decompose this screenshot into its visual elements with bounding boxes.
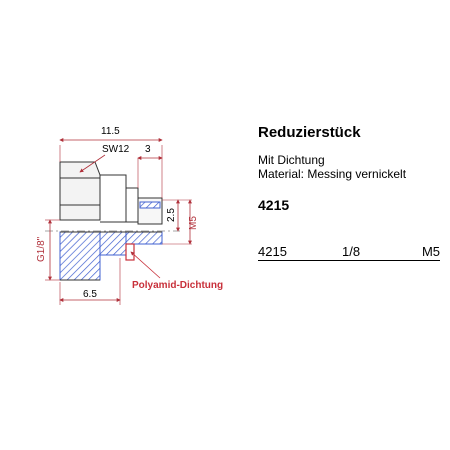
spec-table-row: 4215 1/8 M5 <box>258 242 440 261</box>
dim-spigot-height-label: 2.5 <box>166 208 177 222</box>
seal-ring <box>125 243 135 261</box>
seal-label: Polyamid-Dichtung <box>132 280 223 291</box>
wrench-size-callout: SW12 <box>79 144 130 173</box>
dim-thread-small-label: M5 <box>188 216 199 230</box>
seal-callout: Polyamid-Dichtung <box>130 251 223 291</box>
product-info: Reduzierstück Mit Dichtung Material: Mes… <box>258 124 443 213</box>
dim-thread-large-label: G1/8" <box>36 236 47 262</box>
row-size: M5 <box>421 244 440 259</box>
sectioned-body <box>59 231 163 281</box>
product-line-2: Material: Messing vernickelt <box>258 167 407 181</box>
product-line-1: Mit Dichtung <box>258 153 325 167</box>
dimension-bore-depth: 6.5 <box>59 258 121 305</box>
row-thread: 1/8 <box>342 244 361 259</box>
dimension-spigot-length: 3 <box>137 144 163 188</box>
dim-spigot-length-label: 3 <box>145 144 151 155</box>
spigot <box>137 197 163 225</box>
article-number: 4215 <box>258 197 290 213</box>
hex-body <box>59 161 139 223</box>
dimension-total-length: 11.5 <box>59 126 163 198</box>
dim-bore-depth-label: 6.5 <box>83 289 97 300</box>
dim-total-length-label: 11.5 <box>101 126 120 137</box>
wrench-size-label: SW12 <box>102 144 130 155</box>
product-title: Reduzierstück <box>258 124 361 141</box>
row-article-number: 4215 <box>258 244 287 259</box>
dimension-thread-large: G1/8" <box>36 219 60 281</box>
dimension-spigot-height: 2.5 M5 <box>162 199 199 245</box>
